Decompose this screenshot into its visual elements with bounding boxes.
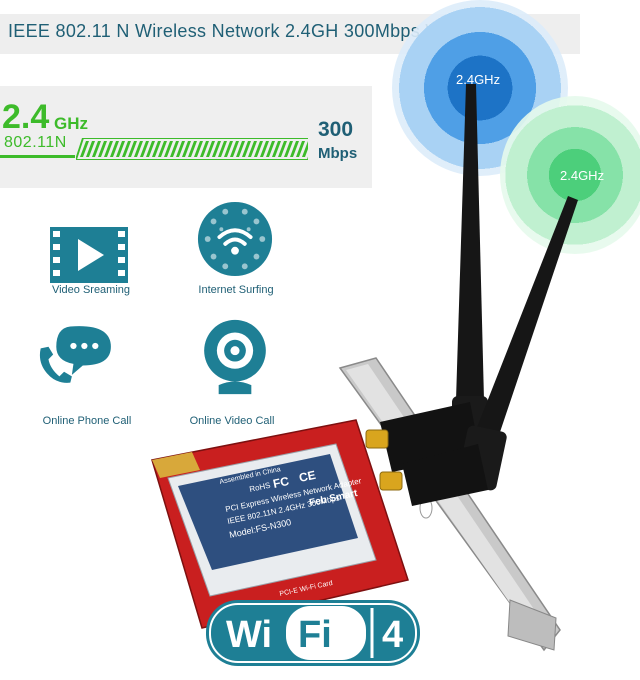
speed-stripe	[158, 141, 167, 157]
wireless-standard: 802.11N	[4, 134, 67, 151]
antenna-label-2: 2.4GHz	[560, 168, 605, 183]
speed-stripe	[242, 141, 251, 157]
speed-stripe	[284, 141, 293, 157]
standard-underline	[0, 155, 75, 158]
speed-stripe	[140, 141, 149, 157]
phone-chat-icon	[39, 326, 111, 383]
signal-glow-green	[500, 96, 640, 254]
globe-wifi-icon	[197, 201, 273, 277]
wifi-4-logo: Wi Fi 4	[206, 600, 420, 666]
speed-stripe	[98, 141, 107, 157]
speed-stripe	[296, 141, 305, 157]
frequency-unit: GHz	[54, 114, 88, 133]
speed-stripe	[182, 141, 191, 157]
speed-stripe	[152, 141, 161, 157]
card-rohs: RoHS	[249, 481, 272, 494]
speed-stripe	[230, 141, 239, 157]
page-title: IEEE 802.11 N Wireless Network 2.4GH 300…	[8, 21, 522, 41]
speed-stripe	[164, 141, 173, 157]
rate-unit: Mbps	[318, 145, 358, 162]
speed-stripe	[188, 141, 197, 157]
speed-panel	[0, 86, 372, 188]
wifi-card-product: Model:FS-N300 IEEE 802.11N 2.4GHz 300Mbp…	[151, 84, 578, 652]
speed-stripe	[116, 141, 125, 157]
speed-stripe	[290, 141, 299, 157]
speed-stripe	[266, 141, 275, 157]
feature-label-video: Video Sreaming	[51, 284, 131, 296]
antenna-2	[402, 196, 578, 506]
speed-stripe	[110, 141, 119, 157]
speed-stripe	[134, 141, 143, 157]
feature-label-internet: Internet Surfing	[198, 284, 274, 296]
speed-stripe	[80, 141, 89, 157]
feature-label-video-call: Online Video Call	[189, 415, 275, 427]
speed-stripe	[236, 141, 245, 157]
frequency-value: 2.4	[2, 98, 50, 136]
wifi-logo-wi: Wi	[226, 614, 272, 656]
speed-stripe	[224, 141, 233, 157]
antenna-label-1: 2.4GHz	[456, 72, 501, 87]
speed-stripe	[248, 141, 257, 157]
speed-stripe	[272, 141, 281, 157]
speed-stripe	[146, 141, 155, 157]
speed-stripe	[86, 141, 95, 157]
webcam-icon	[204, 319, 266, 395]
speed-stripe	[122, 141, 131, 157]
feature-label-phone: Online Phone Call	[42, 415, 132, 427]
speed-stripe	[170, 141, 179, 157]
rate-value: 300	[318, 118, 354, 141]
card-ce: CE	[298, 468, 317, 485]
speed-stripe	[194, 141, 203, 157]
speed-stripe	[200, 141, 209, 157]
speed-stripe	[218, 141, 227, 157]
play-video-icon	[50, 227, 128, 283]
speed-meter-bar	[76, 138, 308, 160]
card-fcc: FC	[272, 474, 291, 491]
speed-stripe	[206, 141, 215, 157]
wifi-logo-fi: Fi	[298, 614, 332, 656]
speed-stripe	[254, 141, 263, 157]
speed-stripe	[176, 141, 185, 157]
speed-stripe	[260, 141, 269, 157]
speed-stripe	[212, 141, 221, 157]
wifi-logo-generation: 4	[382, 614, 403, 656]
speed-stripe	[302, 141, 308, 157]
speed-stripe	[128, 141, 137, 157]
speed-stripe	[278, 141, 287, 157]
speed-stripe	[92, 141, 101, 157]
speed-stripe	[104, 141, 113, 157]
